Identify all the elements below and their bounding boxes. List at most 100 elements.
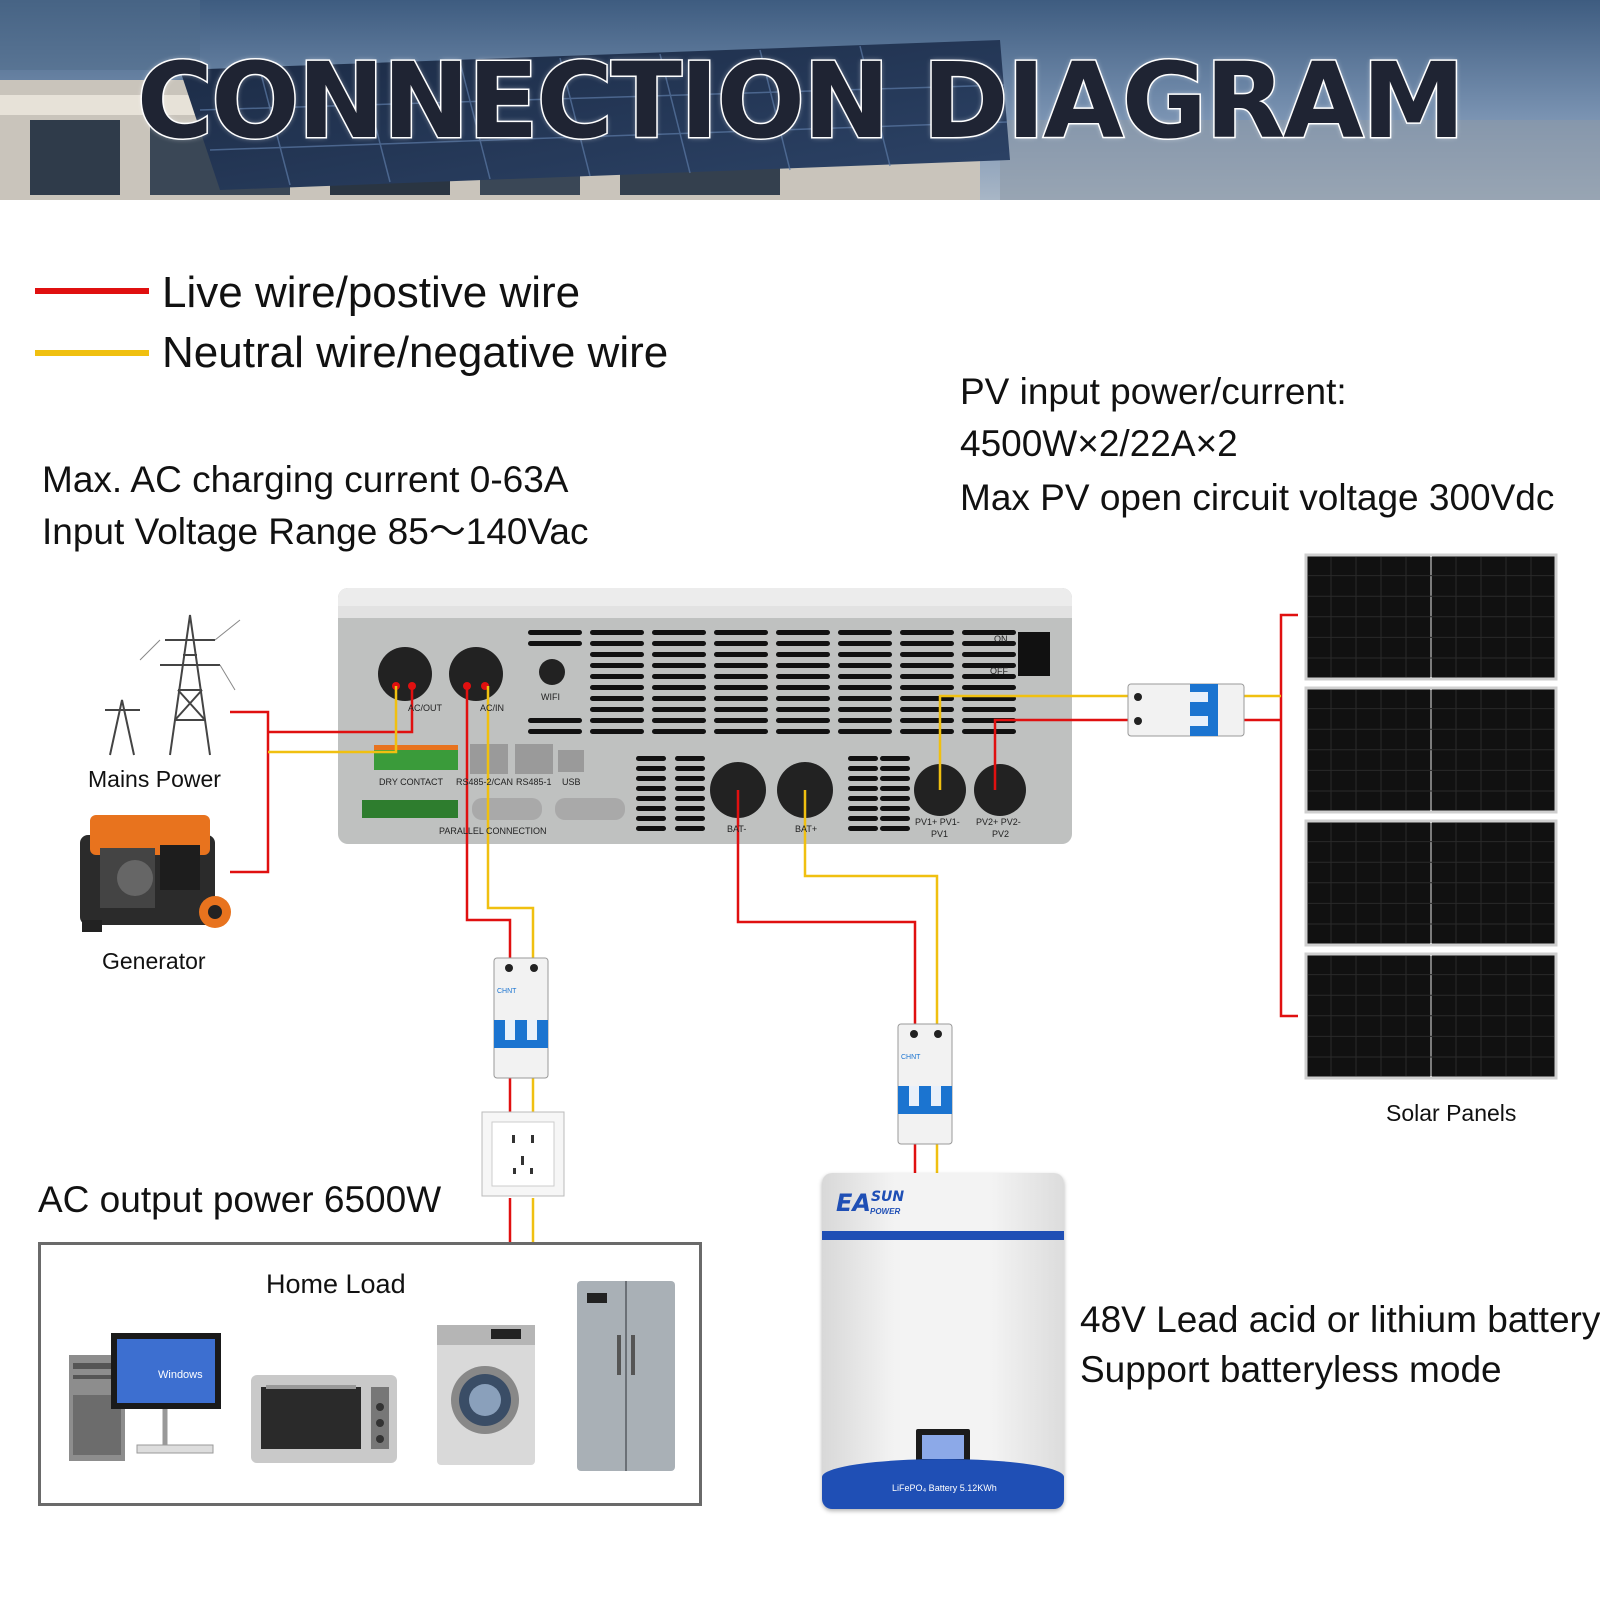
vent-slot — [900, 696, 954, 701]
battery-breaker-brand: CHNT — [901, 1054, 921, 1061]
parallel-port-a — [362, 800, 458, 818]
vent-slot — [962, 707, 1016, 712]
house-solar-background — [0, 0, 1600, 200]
power-switch[interactable] — [1018, 632, 1050, 676]
vent-slot — [776, 674, 830, 679]
toaster-oven-icon — [251, 1375, 397, 1463]
rs485-can-label: RS485-2/CAN — [456, 777, 514, 787]
parallel-port-c — [555, 798, 625, 820]
battery-breaker — [897, 1023, 953, 1145]
rs485-can-port — [470, 744, 508, 774]
vent-slot — [636, 776, 666, 781]
vent-slot — [838, 674, 892, 679]
bat-pos-terminal — [777, 762, 833, 818]
vent-slot — [528, 718, 582, 723]
ac-voltage-spec: Input Voltage Range 85～140Vac — [42, 511, 589, 552]
vent-slot — [652, 729, 706, 734]
battery-brand-ea: EA — [836, 1189, 871, 1217]
bat-pos-label: BAT+ — [795, 824, 818, 834]
ac-charging-spec: Max. AC charging current 0-63A — [42, 459, 569, 500]
battery-brand-power: POWER — [870, 1207, 901, 1216]
vent-slot — [652, 630, 706, 635]
vent-slot — [776, 641, 830, 646]
vent-slot — [528, 729, 582, 734]
vent-slot — [714, 685, 768, 690]
vent-slot — [714, 696, 768, 701]
vent-slot — [962, 718, 1016, 723]
wires — [230, 613, 1298, 1242]
vent-slot — [714, 663, 768, 668]
live-wire-legend-line — [35, 288, 149, 294]
solar-panels-caption: Solar Panels — [1386, 1100, 1517, 1126]
dry-contact-label: DRY CONTACT — [379, 777, 444, 787]
refrigerator-icon — [577, 1281, 675, 1471]
home-load-box: Home Load — [38, 1242, 702, 1506]
solar-panels — [1304, 553, 1558, 1080]
ac-breaker — [493, 957, 549, 1079]
vent-slot — [636, 826, 666, 831]
vent-slot — [528, 641, 582, 646]
vent-slot — [652, 707, 706, 712]
header-banner — [0, 0, 1600, 200]
vent-slot — [880, 776, 910, 781]
vent-slot — [652, 641, 706, 646]
vent-slot — [675, 766, 705, 771]
vent-slot — [838, 652, 892, 657]
vent-slot — [900, 729, 954, 734]
page-title: CONNECTION DIAGRAM — [135, 39, 1466, 164]
vent-slot — [776, 707, 830, 712]
solar-panel — [1304, 553, 1558, 681]
pv-power-value: 4500W×2/22A×2 — [960, 423, 1238, 464]
pv2-terminals-label: PV2+ PV2- — [976, 817, 1021, 827]
battery-base — [822, 1459, 1064, 1509]
vent-slot — [880, 796, 910, 801]
vent-slot — [652, 663, 706, 668]
vent-slot — [590, 696, 644, 701]
vent-slot — [880, 766, 910, 771]
vent-slot — [590, 663, 644, 668]
vent-slot — [880, 806, 910, 811]
vent-slot — [900, 641, 954, 646]
vent-slot — [962, 729, 1016, 734]
vent-slot — [848, 806, 878, 811]
vent-slot — [652, 685, 706, 690]
desktop-computer-icon — [69, 1333, 221, 1461]
vent-slot — [900, 674, 954, 679]
ac-in-terminal — [449, 647, 503, 701]
vent-slot — [776, 630, 830, 635]
vent-slot — [714, 707, 768, 712]
generator-caption: Generator — [102, 948, 206, 974]
neutral-wire-legend-label: Neutral wire/negative wire — [162, 328, 669, 377]
vent-slot — [900, 652, 954, 657]
home-load-title: Home Load — [266, 1269, 406, 1299]
vent-slot — [590, 630, 644, 635]
vent-slot — [838, 630, 892, 635]
wifi-label: WIFI — [541, 692, 560, 702]
vent-slot — [652, 718, 706, 723]
vent-slot — [838, 696, 892, 701]
vent-slot — [838, 718, 892, 723]
battery-stripe — [822, 1231, 1064, 1240]
vent-slot — [590, 718, 644, 723]
rs485-1-port — [515, 744, 553, 774]
vent-slot — [636, 766, 666, 771]
vent-slot — [714, 630, 768, 635]
vent-slot — [962, 641, 1016, 646]
vent-slot — [636, 786, 666, 791]
vent-slot — [590, 641, 644, 646]
vent-slot — [776, 663, 830, 668]
vent-slot — [838, 685, 892, 690]
vent-slot — [675, 786, 705, 791]
battery-description-line2: Support batteryless mode — [1080, 1349, 1502, 1390]
vent-slot — [880, 816, 910, 821]
battery-model-label: LiFePO₄ Battery 5.12KWh — [892, 1483, 997, 1493]
vent-slot — [714, 641, 768, 646]
vent-slot — [776, 718, 830, 723]
vent-slot — [838, 707, 892, 712]
vent-slot — [848, 756, 878, 761]
ac-out-terminal — [378, 647, 432, 701]
live-wire-legend-label: Live wire/postive wire — [162, 268, 581, 317]
vent-slot — [590, 674, 644, 679]
vent-slot — [675, 806, 705, 811]
pv-power-label: PV input power/current: — [960, 371, 1347, 412]
